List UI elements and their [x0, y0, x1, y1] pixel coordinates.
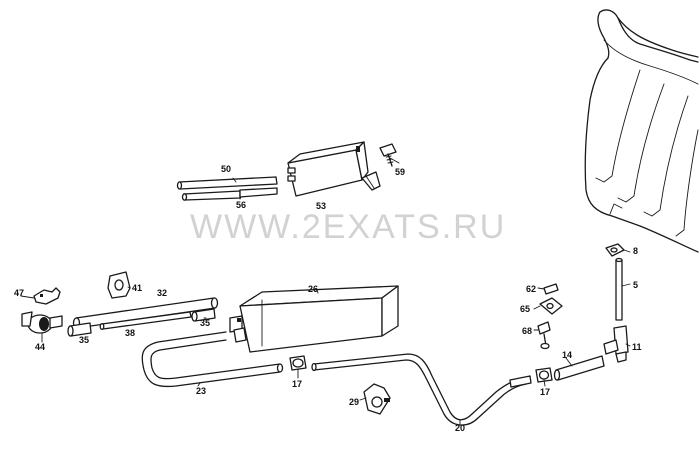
callout-32: 32: [157, 288, 167, 298]
callout-47: 47: [14, 288, 24, 298]
fuel-filter-canister-26: [229, 285, 399, 353]
callout-11: 11: [632, 342, 642, 352]
clamp-17-left: [289, 355, 307, 371]
clip-8: [605, 243, 625, 257]
callout-26: 26: [308, 284, 318, 294]
screw-68: [537, 321, 551, 350]
callout-23: 23: [196, 386, 206, 396]
valve-44: [21, 311, 63, 334]
hose-50: [176, 176, 278, 190]
callout-35-left: 35: [79, 335, 89, 345]
hose-56: [181, 187, 278, 201]
callout-44: 44: [35, 342, 45, 352]
pipe-5: [615, 257, 623, 321]
callout-53: 53: [316, 201, 326, 211]
callout-35-right: 35: [200, 318, 210, 328]
hose-14: [553, 355, 605, 381]
callout-38: 38: [125, 328, 135, 338]
callout-56: 56: [236, 200, 246, 210]
clamp-17-right: [535, 367, 553, 383]
callout-41: 41: [132, 283, 142, 293]
callout-labels: 50 56 53 59 47 44 41 32 35 35 38 26 23 1…: [14, 164, 642, 433]
leader-lines: [20, 157, 631, 425]
callout-62: 62: [526, 284, 536, 294]
hose-35-right: [191, 308, 216, 322]
callout-50: 50: [221, 164, 231, 174]
callout-14: 14: [562, 350, 572, 360]
plug-62: [543, 283, 559, 295]
callout-65: 65: [520, 304, 530, 314]
watermark: WWW.2EXATS.RU: [190, 208, 506, 246]
bracket-29: [363, 383, 391, 415]
bracket-41: [107, 271, 131, 299]
callout-59: 59: [395, 167, 405, 177]
callout-29: 29: [349, 397, 359, 407]
connector-47: [33, 287, 61, 305]
fuel-line-20: [311, 353, 532, 426]
callout-68: 68: [522, 326, 532, 336]
callout-5: 5: [633, 280, 638, 290]
hose-23: [141, 331, 284, 388]
callout-20: 20: [455, 423, 465, 433]
callout-17-left: 17: [292, 379, 302, 389]
hose-35-left: [67, 322, 92, 337]
charcoal-canister-53: [287, 141, 381, 197]
screw-59: [379, 143, 397, 167]
clip-65: [539, 297, 563, 315]
hose-38: [99, 311, 192, 330]
callout-17-right: 17: [540, 387, 550, 397]
fuel-tank: [584, 9, 699, 253]
callout-8: 8: [633, 246, 638, 256]
t-fitting-11: [603, 325, 629, 363]
